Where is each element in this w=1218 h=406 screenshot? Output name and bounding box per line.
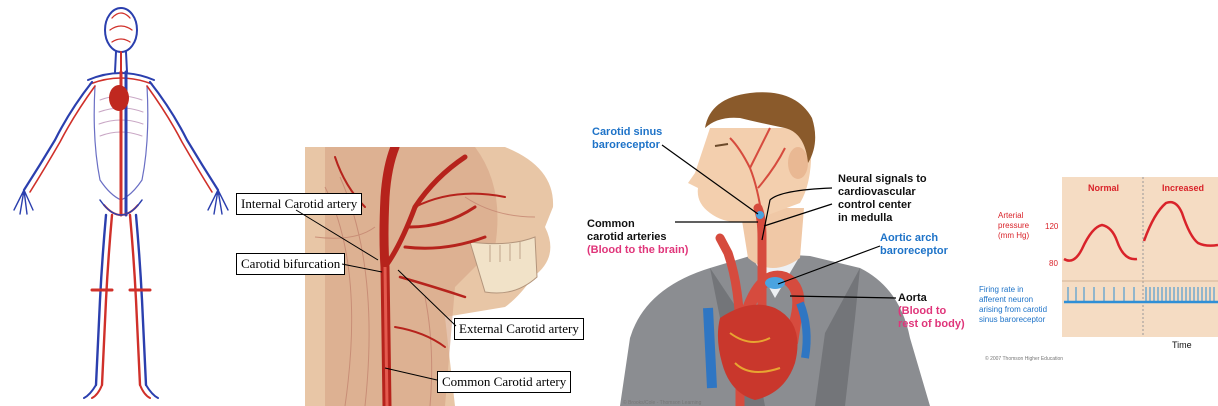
xlabel-time: Time [1172, 339, 1192, 352]
tick-80: 80 [1049, 257, 1058, 270]
tick-120: 120 [1045, 220, 1058, 233]
col-increased-label: Increased [1162, 182, 1204, 195]
graph-copyright: © 2007 Thomson Higher Education [985, 356, 1063, 362]
col-normal-label: Normal [1088, 182, 1119, 195]
baroreceptor-graph [1062, 177, 1218, 337]
